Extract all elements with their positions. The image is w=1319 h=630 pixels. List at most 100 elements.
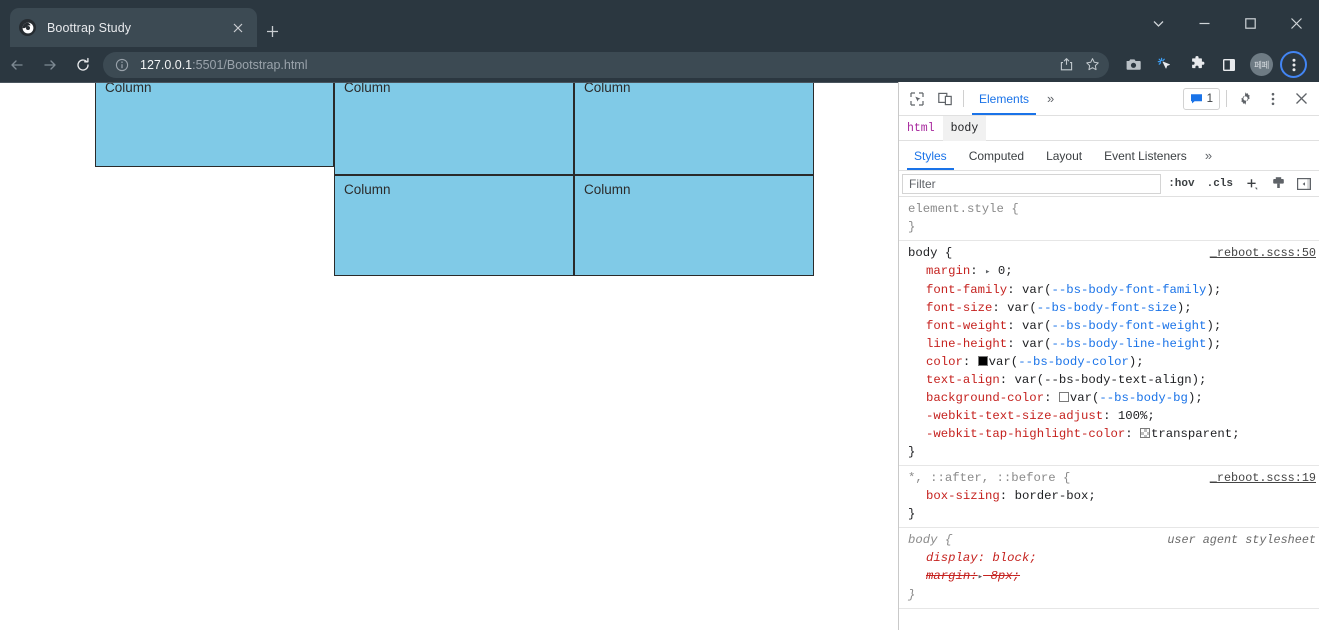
css-value[interactable]: 0	[997, 264, 1006, 278]
style-rule[interactable]: element.style { }	[899, 197, 1319, 241]
side-panel-icon[interactable]	[1213, 50, 1245, 80]
grid-column: Column	[334, 175, 574, 276]
color-swatch[interactable]	[1140, 428, 1151, 438]
toggle-sidebar-icon[interactable]	[1292, 173, 1316, 195]
device-toolbar-icon[interactable]	[931, 86, 959, 112]
rule-selector[interactable]: *, ::after, ::before	[908, 471, 1056, 485]
rule-selector[interactable]: body	[908, 533, 938, 547]
styles-rule-list[interactable]: element.style { } body { _reboot.scss:50…	[899, 197, 1319, 630]
css-declaration[interactable]: text-align: var(--bs-body-text-align);	[926, 373, 1207, 387]
tab-computed[interactable]: Computed	[968, 148, 1025, 163]
breadcrumb-item-body[interactable]: body	[942, 115, 987, 141]
rule-selector[interactable]: body	[908, 246, 938, 260]
profile-avatar[interactable]: 페페	[1250, 53, 1273, 76]
style-rule[interactable]: body { _reboot.scss:50 margin: ▸ 0; font…	[899, 241, 1319, 466]
style-rule[interactable]: *, ::after, ::before { _reboot.scss:19 b…	[899, 466, 1319, 528]
css-value[interactable]: border-box	[1014, 489, 1089, 503]
css-var[interactable]: --bs-body-bg	[1099, 391, 1188, 405]
css-declaration[interactable]: -webkit-tap-highlight-color: transparent…	[926, 427, 1240, 441]
extensions-puzzle-icon[interactable]	[1181, 50, 1213, 80]
grid-column-label: Column	[344, 182, 391, 197]
devtools-panel: Elements » 1	[898, 82, 1319, 630]
maximize-icon[interactable]	[1227, 4, 1273, 44]
css-declaration[interactable]: margin:▸ 8px;	[926, 569, 1021, 583]
css-var[interactable]: --bs-body-text-align	[1044, 373, 1192, 387]
css-var[interactable]: --bs-body-line-height	[1051, 337, 1207, 351]
forward-arrow-icon[interactable]	[33, 50, 66, 80]
back-arrow-icon[interactable]	[0, 50, 33, 80]
camera-icon[interactable]	[1117, 50, 1149, 80]
filter-input[interactable]: Filter	[902, 173, 1162, 194]
chevron-down-icon[interactable]	[1135, 4, 1181, 44]
inspect-element-icon[interactable]	[903, 86, 931, 112]
css-property: color	[926, 355, 963, 369]
cls-toggle[interactable]: .cls	[1206, 177, 1233, 190]
css-value[interactable]: 100%	[1117, 409, 1148, 423]
css-declaration[interactable]: font-size: var(--bs-body-font-size);	[926, 301, 1192, 315]
css-declaration[interactable]: box-sizing: border-box;	[926, 489, 1096, 503]
tab-styles[interactable]: Styles	[903, 141, 958, 170]
rule-origin-label: user agent stylesheet	[1167, 533, 1316, 547]
css-property: text-align	[926, 373, 1000, 387]
css-declaration[interactable]: color: var(--bs-body-color);	[926, 355, 1144, 369]
print-preview-icon[interactable]	[1266, 173, 1290, 195]
rule-origin-link[interactable]: _reboot.scss:50	[1209, 246, 1316, 260]
three-dot-menu-icon[interactable]	[1259, 86, 1287, 112]
css-value[interactable]: transparent	[1151, 427, 1233, 441]
color-swatch[interactable]	[1058, 392, 1069, 402]
css-var[interactable]: --bs-body-color	[1018, 355, 1129, 369]
hov-toggle[interactable]: :hov	[1168, 177, 1195, 190]
rule-origin-link[interactable]: _reboot.scss:19	[1209, 471, 1316, 485]
grid-column: Column	[574, 83, 814, 175]
css-declaration[interactable]: font-weight: var(--bs-body-font-weight);	[926, 319, 1222, 333]
three-dot-menu-icon[interactable]	[1280, 51, 1307, 78]
css-declaration[interactable]: font-family: var(--bs-body-font-family);	[926, 283, 1222, 297]
address-bar-url: 127.0.0.1:5501/Bootstrap.html	[140, 58, 1053, 72]
rule-selector[interactable]: element.style	[908, 202, 1004, 216]
expand-arrow-icon[interactable]: ▸	[985, 267, 991, 277]
css-property: margin	[926, 264, 971, 278]
site-info-icon[interactable]	[112, 55, 132, 75]
css-declaration[interactable]: margin: ▸ 0;	[926, 264, 1013, 278]
css-declaration[interactable]: display: block;	[926, 551, 1037, 565]
color-swatch[interactable]	[977, 356, 988, 366]
css-var[interactable]: --bs-body-font-size	[1036, 301, 1177, 315]
minimize-icon[interactable]	[1181, 4, 1227, 44]
tab-elements[interactable]: Elements	[968, 82, 1040, 115]
reload-icon[interactable]	[66, 50, 99, 80]
issues-badge[interactable]: 1	[1182, 87, 1220, 110]
new-tab-button[interactable]	[258, 17, 286, 45]
css-var[interactable]: --bs-body-font-weight	[1051, 319, 1207, 333]
css-declaration[interactable]: line-height: var(--bs-body-line-height);	[926, 337, 1222, 351]
address-bar[interactable]: 127.0.0.1:5501/Bootstrap.html	[103, 51, 1109, 78]
grid-column: Column	[574, 175, 814, 276]
browser-tab[interactable]: Boottrap Study	[10, 8, 257, 47]
css-declaration[interactable]: background-color: var(--bs-body-bg);	[926, 391, 1203, 405]
tab-event-listeners[interactable]: Event Listeners	[1104, 148, 1187, 163]
rule-selector-line: element.style {	[908, 202, 1019, 216]
new-style-rule-button[interactable]	[1240, 173, 1264, 195]
gear-icon[interactable]	[1231, 86, 1259, 112]
close-icon[interactable]	[1273, 4, 1319, 44]
css-property: font-family	[926, 283, 1008, 297]
style-rule[interactable]: body { user agent stylesheet display: bl…	[899, 528, 1319, 609]
page-viewport[interactable]: Column Column Column Column Column	[0, 82, 898, 630]
more-tabs-icon[interactable]: »	[1047, 91, 1055, 106]
close-icon[interactable]	[228, 18, 248, 38]
browser-toolbar-icons: 페페	[1117, 50, 1319, 80]
window-controls	[1135, 0, 1319, 47]
css-declaration[interactable]: -webkit-text-size-adjust: 100%;	[926, 409, 1155, 423]
breadcrumb-item-html[interactable]: html	[907, 121, 935, 135]
css-property: -webkit-tap-highlight-color	[926, 427, 1126, 441]
css-value[interactable]: block	[992, 551, 1030, 565]
rule-close-brace: }	[908, 220, 916, 234]
css-var[interactable]: --bs-body-font-family	[1051, 283, 1207, 297]
close-icon[interactable]	[1287, 86, 1315, 112]
css-value[interactable]: 8px	[990, 569, 1013, 583]
more-subtabs-icon[interactable]: »	[1204, 148, 1213, 163]
cursor-sparkle-icon[interactable]	[1149, 50, 1181, 80]
star-icon[interactable]	[1079, 54, 1105, 76]
share-icon[interactable]	[1053, 54, 1079, 76]
tab-layout[interactable]: Layout	[1046, 148, 1083, 163]
